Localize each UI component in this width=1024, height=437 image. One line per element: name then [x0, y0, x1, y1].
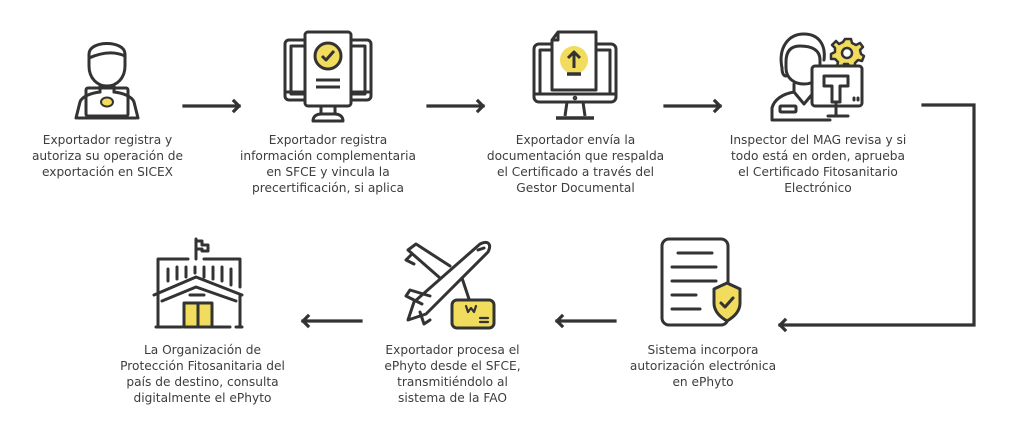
monitor-certificate-check-icon	[283, 30, 373, 126]
airplane-package-icon	[400, 236, 500, 336]
step-1-label: Exportador registra y autoriza su operac…	[31, 133, 184, 179]
arrow-right-3	[663, 98, 724, 117]
step-7-label: La Organización de Protección Fitosanita…	[120, 343, 285, 405]
arrow-left-1	[553, 313, 617, 332]
person-laptop-icon	[72, 30, 142, 124]
inspector-computer-gear-icon	[768, 28, 868, 126]
step-6-label: Exportador procesa el ePhyto desde el SF…	[384, 343, 521, 405]
arrow-right-2	[426, 98, 487, 117]
arrow-right-1	[182, 98, 243, 117]
step-3-label: Exportador envía la documentación que re…	[486, 133, 665, 195]
step-4-label: Inspector del MAG revisa y si todo está …	[729, 133, 907, 195]
step-5-label: Sistema incorpora autorización electróni…	[629, 343, 777, 389]
document-shield-icon	[660, 237, 744, 333]
connector-elbow-arrow	[776, 103, 976, 337]
monitor-upload-document-icon	[532, 30, 618, 126]
arrow-left-2	[299, 313, 363, 332]
step-2-label: Exportador registra información compleme…	[240, 133, 416, 195]
government-building-icon	[152, 237, 248, 335]
